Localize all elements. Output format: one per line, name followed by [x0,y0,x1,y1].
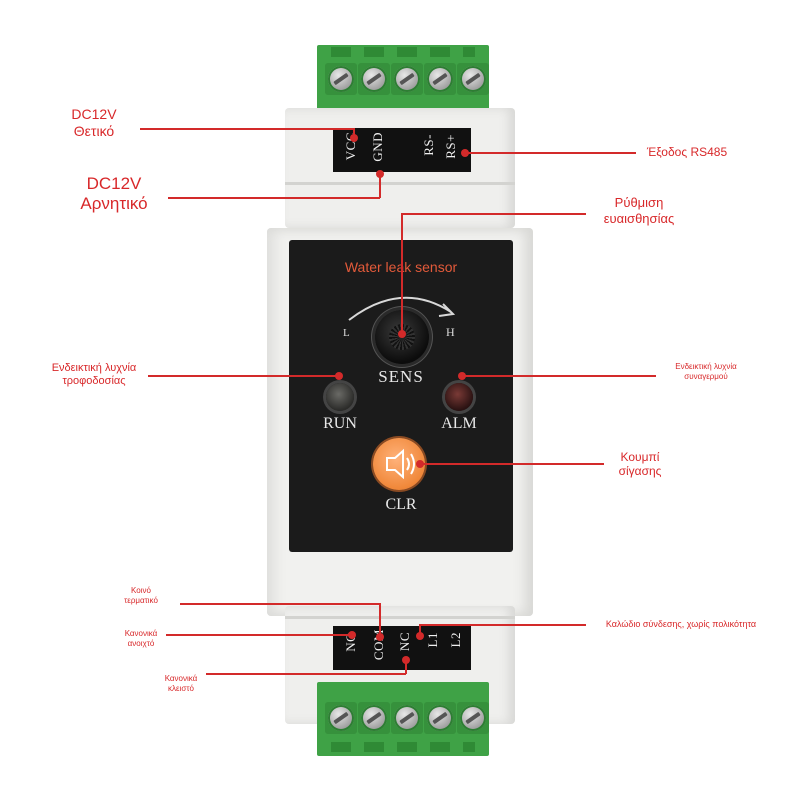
screw-icon [427,705,453,731]
callout-mute-button: Κουμπί σίγασης [618,450,662,479]
knob-arc-icon [348,296,456,321]
terminal-label-rs-minus: RS- [421,134,436,156]
terminal-label-l1: L1 [425,632,440,648]
callout-power-led: Ενδεικτική λυχνία τροφοδοσίας [51,362,137,388]
callout-sensitivity: Ρύθμιση ευαισθησίας [603,195,675,226]
bottom-terminal-block [317,682,489,756]
screw-icon [328,705,354,731]
screw-icon [427,66,453,92]
terminal-label-l2: L2 [448,632,463,648]
callout-normally-closed: Κανονικά κλειστό [164,674,198,693]
device: VCC GND RS- RS+ Water leak sensor L H SE… [265,40,535,760]
callout-common-terminal: Κοινό τερματικό [124,586,158,605]
screw-icon [460,705,486,731]
alm-label: ALM [441,415,477,432]
terminal-label-nc: NC [397,632,412,652]
screw-icon [328,66,354,92]
top-terminal-block [317,45,489,115]
knob-high-label: H [446,325,455,339]
clr-label: CLR [385,496,417,513]
knob-low-label: L [343,327,350,339]
run-label: RUN [323,415,357,432]
sens-label: SENS [378,367,424,386]
bottom-terminal-labels: NO COM NC L1 L2 [333,626,471,670]
screw-icon [361,66,387,92]
callout-wire: Καλώδιο σύνδεσης, χωρίς πολικότητα [605,619,757,629]
callout-rs485-output: Έξοδος RS485 [646,145,728,159]
run-led [326,383,354,411]
callout-dc12v-negative: DC12V Αρνητικό [80,174,148,214]
callout-normally-open: Κανονικά ανοιχτό [124,629,158,648]
screw-icon [460,66,486,92]
terminal-label-rs-plus: RS+ [443,134,458,159]
callout-alarm-led: Ενδεικτική λυχνία συναγερμού [675,362,737,381]
speaker-icon [386,448,415,480]
screw-icon [394,705,420,731]
terminal-label-gnd: GND [370,132,385,162]
alm-led [445,383,473,411]
screw-icon [361,705,387,731]
callout-dc12v-positive: DC12V Θετικό [71,106,117,139]
screw-icon [394,66,420,92]
